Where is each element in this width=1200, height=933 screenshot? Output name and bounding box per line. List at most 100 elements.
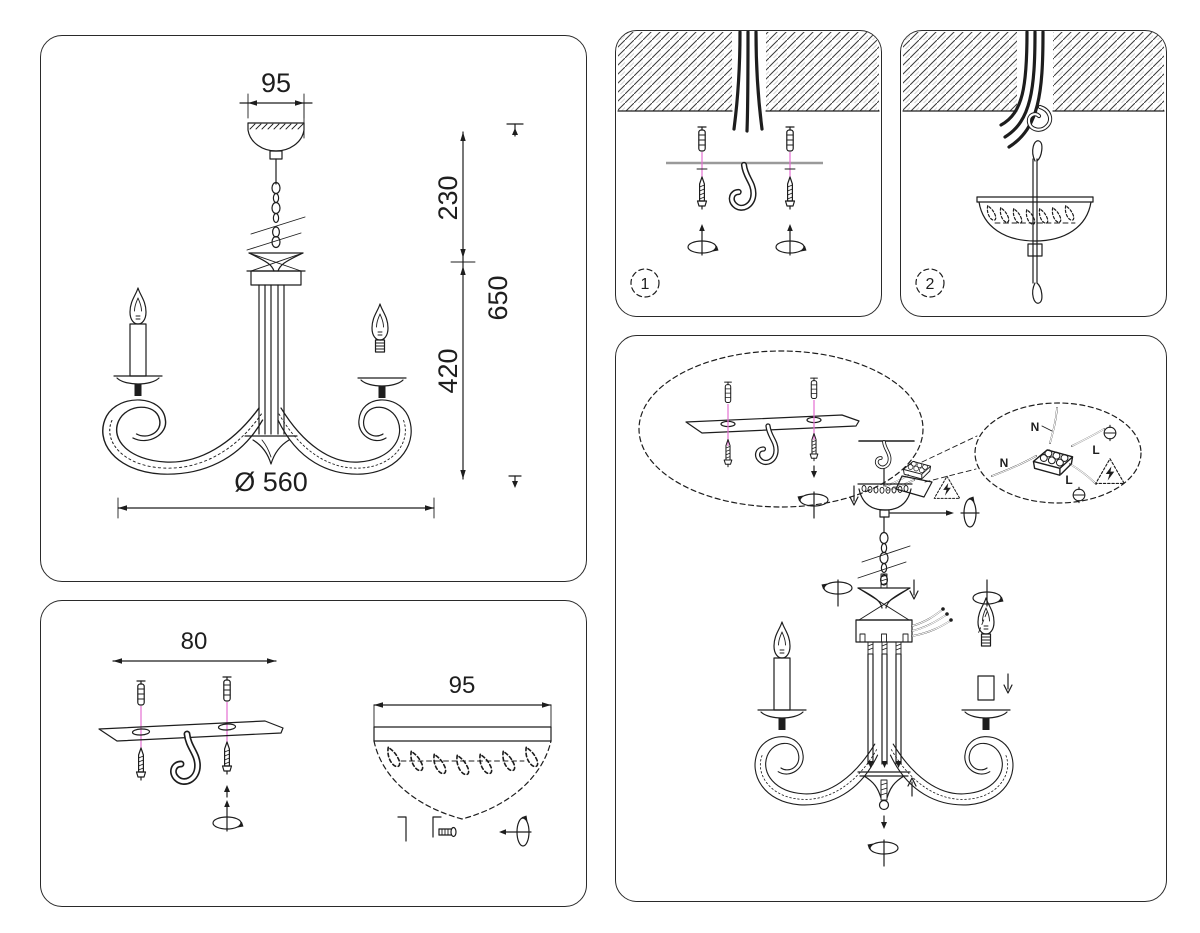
- screw-left: [696, 176, 708, 210]
- hole-spacing-label: 80: [181, 628, 208, 655]
- rotate-icon-right: [776, 224, 807, 255]
- supply-wire-to-block: [885, 474, 915, 491]
- column: [258, 284, 285, 435]
- finial-arrow-down: [881, 815, 887, 829]
- panel-bracket-detail: 80 95: [40, 600, 587, 907]
- finial: [244, 435, 298, 465]
- wall-anchor-left: [697, 126, 707, 152]
- flame-bulb-right: [371, 303, 389, 341]
- screw-right: [784, 176, 796, 210]
- wire-label-neutral-side: N: [1000, 456, 1009, 470]
- arms: [102, 399, 412, 475]
- flame-bulb-left: [129, 287, 147, 325]
- panel-step1: 1: [615, 30, 882, 317]
- mounting-bar: [685, 414, 860, 434]
- ceiling-hook: [173, 734, 197, 781]
- mains-wires: [732, 31, 764, 133]
- arm-right: [889, 736, 1014, 806]
- canopy-front-figure: 95: [373, 672, 552, 847]
- dim-heights: 230 420 650: [433, 123, 524, 488]
- mounting-bar: [98, 720, 284, 742]
- dim-diameter: Ø 560: [117, 467, 435, 519]
- bubble-bracket-detail: [638, 350, 924, 519]
- side-screw: [438, 826, 457, 838]
- rotate-icon-horizontal: [498, 814, 532, 847]
- flame-bulb-left: [773, 621, 791, 659]
- suspension-chain: [246, 158, 306, 251]
- chain-links: [271, 181, 281, 224]
- extent-mark-bottom: [508, 475, 522, 488]
- step1-number: 1: [641, 276, 650, 293]
- tighten-arrow-up: [907, 777, 917, 797]
- side-screw-arrow: [889, 510, 954, 516]
- candle-cup-right: [357, 377, 407, 399]
- electric-warning-icon: [1095, 458, 1125, 485]
- wall-anchor-right: [810, 377, 818, 400]
- step2-drawing: 2: [902, 31, 1165, 304]
- canopy-lock-bracket: [397, 816, 442, 842]
- hub-block: [250, 270, 302, 286]
- wire-label-live-side: L: [1065, 473, 1072, 487]
- insert-arrow: [849, 485, 859, 506]
- assembly-drawing: N N L L: [638, 350, 1142, 867]
- overall-height-label: 650: [483, 275, 513, 320]
- ceiling-hook: [732, 165, 754, 208]
- rotate-icon-bottom: [866, 839, 899, 867]
- electric-warning-icon: [933, 475, 961, 499]
- ceiling-hook: [874, 440, 892, 470]
- arm-left: [754, 736, 879, 806]
- step-number-badge: 2: [915, 268, 945, 298]
- bracket-detail-drawing: 80 95: [98, 628, 552, 847]
- wire-label-neutral-top: N: [1031, 420, 1040, 434]
- wire-label-live-top: L: [1092, 443, 1099, 457]
- screw-direction-arrow: [224, 785, 230, 798]
- canopy-width-label: 95: [449, 672, 476, 699]
- hub: [855, 607, 953, 643]
- column: [867, 641, 902, 768]
- candle-left: [757, 621, 807, 731]
- step1-drawing: 1: [617, 31, 880, 298]
- finial: [857, 771, 917, 867]
- arm-right: [277, 399, 412, 475]
- canopy-width-label: 95: [261, 68, 291, 98]
- arm-left: [102, 399, 264, 475]
- wall-anchor-right: [785, 126, 795, 152]
- candle-cup-left: [113, 375, 163, 397]
- bobeche: [855, 573, 913, 621]
- screw-left: [135, 747, 147, 781]
- rotate-icon: [213, 800, 244, 831]
- terminal-screw-icon-top: [1103, 424, 1117, 442]
- panel-assembly: N N L L: [615, 335, 1167, 902]
- block-plate: [895, 475, 933, 498]
- canopy: [857, 483, 913, 533]
- insert-arrow-right: [909, 579, 919, 600]
- canopy: [247, 122, 305, 160]
- terminal-block: [1032, 449, 1074, 476]
- screw-right: [221, 741, 233, 775]
- wall-anchor-left: [136, 680, 146, 706]
- bubble-wiring-detail: N N L L: [921, 402, 1142, 504]
- step-number-badge: 1: [630, 268, 660, 298]
- candle-sleeve: [977, 675, 995, 701]
- step2-number: 2: [926, 276, 935, 293]
- panel-step2: 2: [900, 30, 1167, 317]
- rotate-icon-left: [688, 224, 719, 255]
- candle-right: [961, 597, 1013, 731]
- extent-mark-top: [506, 123, 524, 137]
- wires: [991, 407, 1105, 485]
- assembly-center: [754, 440, 1014, 867]
- candle-left: [113, 287, 163, 397]
- fixture-height-label: 420: [433, 348, 463, 393]
- wall-anchor-left: [724, 381, 732, 404]
- suspension-chain: [857, 531, 911, 586]
- rotate-icon-left: [820, 579, 853, 607]
- bobeche: [246, 252, 306, 272]
- screw-direction-arrow: [811, 465, 817, 478]
- ceiling-hook: [1026, 104, 1053, 132]
- ceiling-hook: [758, 426, 776, 462]
- canopy-side-view: [976, 196, 1094, 242]
- mounting-bar-figure: 80: [98, 628, 284, 831]
- candle-right: [357, 303, 407, 399]
- chandelier-spec-drawing: 95: [102, 68, 524, 519]
